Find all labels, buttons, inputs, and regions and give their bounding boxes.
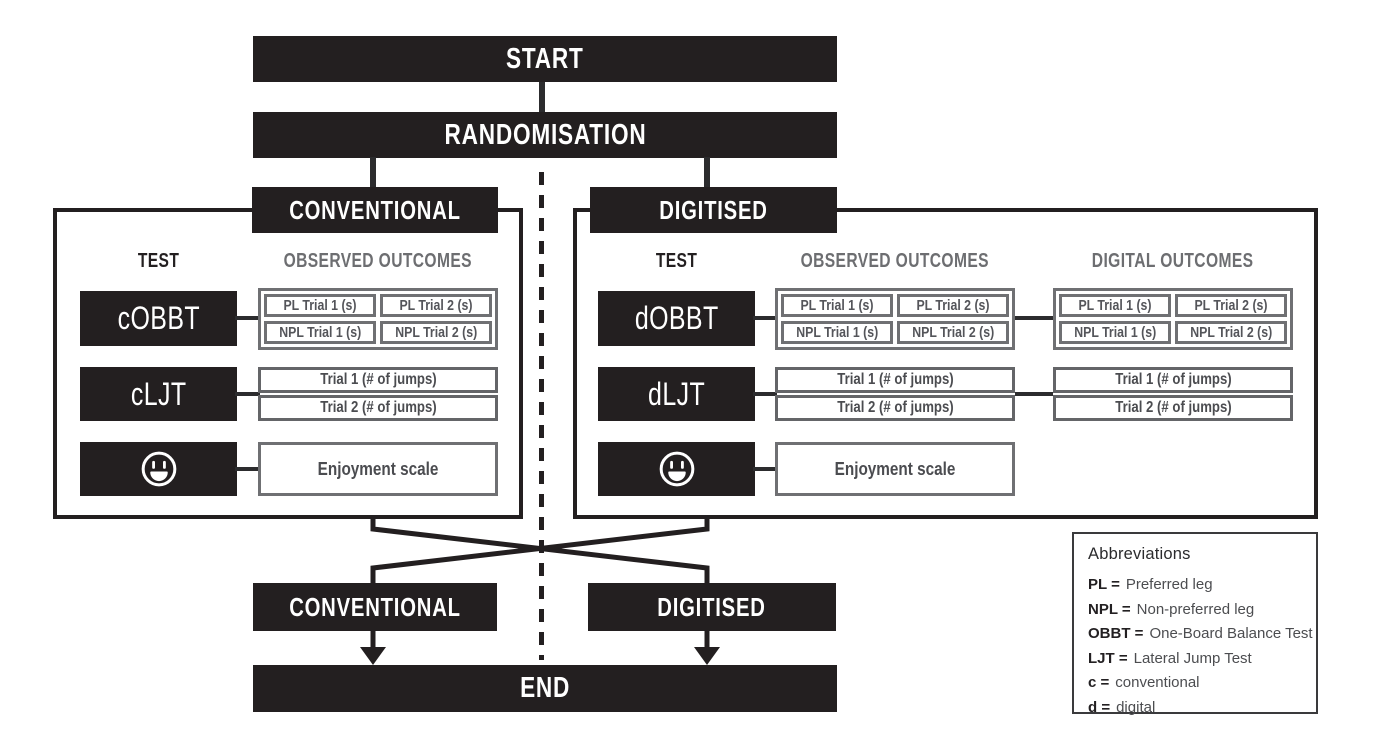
conventional-panel: TEST OBSERVED OUTCOMES cOBBT PL Trial 1 … bbox=[53, 208, 523, 519]
left-test-column-header: TEST bbox=[137, 249, 180, 272]
outcome-cell: NPL Trial 2 (s) bbox=[1175, 321, 1287, 344]
end-box: END bbox=[253, 665, 837, 712]
dashed-divider bbox=[539, 172, 544, 660]
trial-row: Trial 2 (# of jumps) bbox=[1053, 395, 1293, 421]
outcome-cell: PL Trial 1 (s) bbox=[1059, 294, 1171, 317]
connector-start-randomisation bbox=[539, 82, 545, 113]
arrowhead-left bbox=[360, 647, 386, 665]
right-enjoyment-test-box bbox=[598, 442, 755, 496]
connector-dobbt-observed bbox=[753, 316, 777, 320]
legend-title: Abbreviations bbox=[1088, 545, 1191, 563]
left-enjoyment-scale-box: Enjoyment scale bbox=[258, 442, 498, 496]
conventional-phase2-box: CONVENTIONAL bbox=[253, 583, 497, 631]
dljt-digital-stack: Trial 1 (# of jumps) Trial 2 (# of jumps… bbox=[1053, 367, 1293, 421]
outcome-cell: NPL Trial 1 (s) bbox=[264, 321, 376, 344]
legend-item: PL =Preferred leg bbox=[1088, 576, 1213, 593]
abbreviations-legend: Abbreviations PL =Preferred leg NPL =Non… bbox=[1072, 532, 1318, 716]
legend-item: d =digital bbox=[1088, 698, 1156, 716]
outcome-cell: NPL Trial 2 (s) bbox=[897, 321, 1009, 344]
smiley-icon bbox=[659, 451, 694, 487]
connector-randomisation-conventional bbox=[370, 157, 376, 188]
right-digital-column-header: DIGITAL OUTCOMES bbox=[1092, 249, 1254, 272]
cobbt-observed-grid: PL Trial 1 (s) PL Trial 2 (s) NPL Trial … bbox=[258, 288, 498, 350]
connector-observed-digital-obbt bbox=[1015, 316, 1053, 320]
digitised-phase2-box: DIGITISED bbox=[588, 583, 836, 631]
randomisation-box: RANDOMISATION bbox=[253, 112, 837, 158]
connector-cobbt-outcomes bbox=[235, 316, 260, 320]
connector-dljt-observed bbox=[753, 392, 777, 396]
outcome-cell: PL Trial 2 (s) bbox=[1175, 294, 1287, 317]
trial-row: Trial 2 (# of jumps) bbox=[775, 395, 1015, 421]
right-test-column-header: TEST bbox=[655, 249, 698, 272]
left-observed-column-header: OBSERVED OUTCOMES bbox=[283, 249, 473, 272]
dobbt-box: dOBBT bbox=[598, 291, 755, 346]
cobbt-box: cOBBT bbox=[80, 291, 237, 346]
dljt-box: dLJT bbox=[598, 367, 755, 421]
left-enjoyment-test-box bbox=[80, 442, 237, 496]
connector-smiley-enjoyment bbox=[235, 467, 260, 471]
legend-item: OBBT =One-Board Balance Test bbox=[1088, 625, 1313, 643]
trial-row: Trial 1 (# of jumps) bbox=[258, 367, 498, 393]
dljt-observed-stack: Trial 1 (# of jumps) Trial 2 (# of jumps… bbox=[775, 367, 1015, 421]
outcome-cell: NPL Trial 1 (s) bbox=[781, 321, 893, 344]
digitised-panel: TEST OBSERVED OUTCOMES DIGITAL OUTCOMES … bbox=[573, 208, 1318, 519]
outcome-cell: PL Trial 2 (s) bbox=[897, 294, 1009, 317]
legend-item: NPL =Non-preferred leg bbox=[1088, 600, 1255, 618]
dobbt-observed-grid: PL Trial 1 (s) PL Trial 2 (s) NPL Trial … bbox=[775, 288, 1015, 350]
end-label: END bbox=[519, 672, 571, 704]
randomisation-label: RANDOMISATION bbox=[444, 118, 646, 151]
cljt-box: cLJT bbox=[80, 367, 237, 421]
trial-row: Trial 2 (# of jumps) bbox=[258, 395, 498, 421]
legend-item: LJT =Lateral Jump Test bbox=[1088, 649, 1252, 667]
cljt-observed-stack: Trial 1 (# of jumps) Trial 2 (# of jumps… bbox=[258, 367, 498, 421]
dobbt-digital-grid: PL Trial 1 (s) PL Trial 2 (s) NPL Trial … bbox=[1053, 288, 1293, 350]
outcome-cell: PL Trial 1 (s) bbox=[781, 294, 893, 317]
arrowhead-right bbox=[694, 647, 720, 665]
outcome-cell: NPL Trial 2 (s) bbox=[380, 321, 492, 344]
start-box: START bbox=[253, 36, 837, 82]
connector-cljt-outcomes bbox=[235, 392, 260, 396]
outcome-cell: PL Trial 1 (s) bbox=[264, 294, 376, 317]
digitised-phase1-box: DIGITISED bbox=[590, 187, 837, 233]
conventional-phase1-box: CONVENTIONAL bbox=[252, 187, 498, 233]
outcome-cell: NPL Trial 1 (s) bbox=[1059, 321, 1171, 344]
start-label: START bbox=[506, 42, 584, 75]
legend-item: c =conventional bbox=[1088, 674, 1200, 692]
connector-smiley-enjoyment bbox=[753, 467, 777, 471]
trial-row: Trial 1 (# of jumps) bbox=[1053, 367, 1293, 393]
connector-observed-digital-ljt bbox=[1015, 392, 1053, 396]
trial-row: Trial 1 (# of jumps) bbox=[775, 367, 1015, 393]
outcome-cell: PL Trial 2 (s) bbox=[380, 294, 492, 317]
connector-randomisation-digitised bbox=[704, 157, 710, 188]
right-enjoyment-scale-box: Enjoyment scale bbox=[775, 442, 1015, 496]
right-observed-column-header: OBSERVED OUTCOMES bbox=[800, 249, 990, 272]
smiley-icon bbox=[141, 451, 176, 487]
